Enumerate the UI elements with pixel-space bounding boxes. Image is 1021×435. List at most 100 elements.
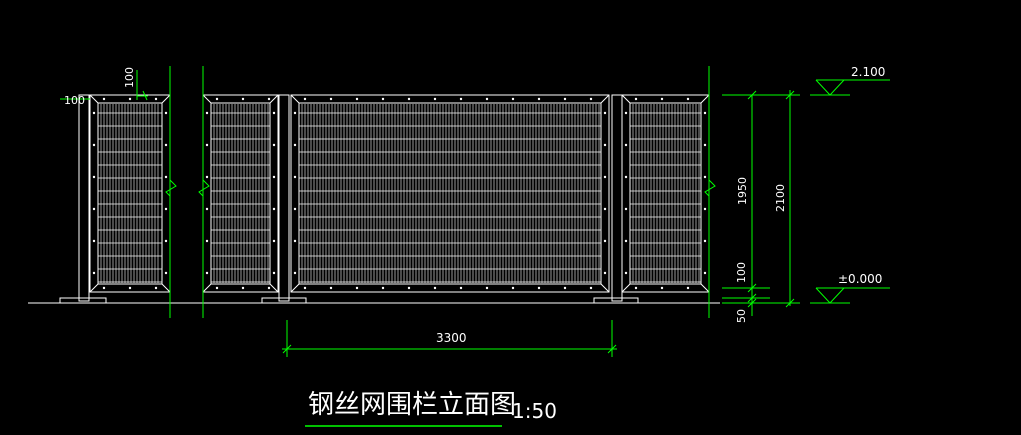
frame-rivet [329, 286, 333, 290]
frame-rivet [92, 175, 96, 179]
frame-rivet [92, 271, 96, 275]
frame-rivet [433, 286, 437, 290]
panel-inner-frame [97, 102, 163, 285]
frame-rivet [128, 286, 132, 290]
post-width-label: 100 [64, 94, 85, 107]
frame-rivet [603, 271, 607, 275]
frame-rivet [205, 175, 209, 179]
frame-corner [89, 94, 99, 104]
frame-rivet [603, 111, 607, 115]
post-base-plate [261, 297, 307, 304]
frame-rivet [272, 175, 276, 179]
panel-inner-frame [629, 102, 702, 285]
frame-rivet [164, 143, 168, 147]
frame-rivet [205, 111, 209, 115]
frame-rivet [164, 175, 168, 179]
panel-inner-frame [210, 102, 271, 285]
panel-inner-frame [298, 102, 602, 285]
frame-rivet [293, 175, 297, 179]
frame-rivet [293, 239, 297, 243]
frame-rivet [205, 239, 209, 243]
frame-rivet [164, 239, 168, 243]
frame-rivet [293, 207, 297, 211]
frame-corner [290, 94, 300, 104]
frame-corner [621, 283, 631, 293]
span-width-label: 3300 [436, 331, 467, 345]
frame-rivet [164, 111, 168, 115]
frame-rivet [241, 286, 245, 290]
overall-height-label: 2100 [774, 184, 787, 212]
frame-rivet [703, 111, 707, 115]
base-offset-label: 50 [735, 309, 748, 323]
post-base-plate [593, 297, 639, 304]
frame-rivet [272, 239, 276, 243]
frame-rivet [703, 175, 707, 179]
frame-rivet [164, 271, 168, 275]
frame-rivet [205, 207, 209, 211]
frame-rivet [92, 239, 96, 243]
frame-rivet [459, 97, 463, 101]
frame-rivet [215, 97, 219, 101]
frame-corner [269, 94, 279, 104]
frame-rivet [511, 97, 515, 101]
frame-corner [600, 94, 610, 104]
frame-rivet [703, 271, 707, 275]
frame-rivet [563, 97, 567, 101]
span-dimension [282, 320, 617, 357]
post-top-label: 100 [123, 67, 136, 88]
elevation-top-label: 2.100 [851, 65, 885, 79]
height-dimensions [722, 90, 800, 316]
frame-rivet [589, 286, 593, 290]
frame-rivet [703, 207, 707, 211]
frame-rivet [634, 97, 638, 101]
frame-rivet [407, 286, 411, 290]
drawing-scale: 1:50 [512, 399, 557, 423]
bottom-gap-label: 100 [735, 262, 748, 283]
frame-rivet [603, 143, 607, 147]
elevation-marker-ground [810, 287, 890, 304]
frame-rivet [660, 97, 664, 101]
frame-rivet [272, 111, 276, 115]
frame-corner [621, 94, 631, 104]
frame-rivet [293, 271, 297, 275]
panel-frame [290, 94, 610, 293]
frame-rivet [660, 286, 664, 290]
frame-rivet [624, 143, 628, 147]
frame-rivet [485, 97, 489, 101]
frame-rivet [102, 97, 106, 101]
frame-rivet [329, 97, 333, 101]
frame-rivet [272, 271, 276, 275]
frame-rivet [267, 97, 271, 101]
frame-rivet [215, 286, 219, 290]
frame-corner [202, 94, 212, 104]
frame-corner [290, 283, 300, 293]
frame-corner [161, 94, 171, 104]
frame-rivet [603, 175, 607, 179]
frame-corner [161, 283, 171, 293]
frame-rivet [164, 207, 168, 211]
frame-rivet [563, 286, 567, 290]
fence-post [78, 94, 90, 302]
frame-corner [202, 283, 212, 293]
frame-rivet [703, 239, 707, 243]
frame-rivet [511, 286, 515, 290]
frame-rivet [303, 97, 307, 101]
frame-rivet [102, 286, 106, 290]
fence-post [278, 94, 290, 302]
frame-corner [700, 94, 710, 104]
frame-rivet [624, 271, 628, 275]
frame-rivet [355, 286, 359, 290]
elevation-marker-top [810, 79, 890, 96]
frame-corner [89, 283, 99, 293]
frame-corner [269, 283, 279, 293]
frame-rivet [355, 97, 359, 101]
frame-rivet [407, 97, 411, 101]
frame-rivet [381, 286, 385, 290]
frame-rivet [686, 97, 690, 101]
frame-rivet [485, 286, 489, 290]
frame-rivet [537, 97, 541, 101]
frame-rivet [381, 97, 385, 101]
frame-rivet [205, 271, 209, 275]
frame-rivet [293, 111, 297, 115]
